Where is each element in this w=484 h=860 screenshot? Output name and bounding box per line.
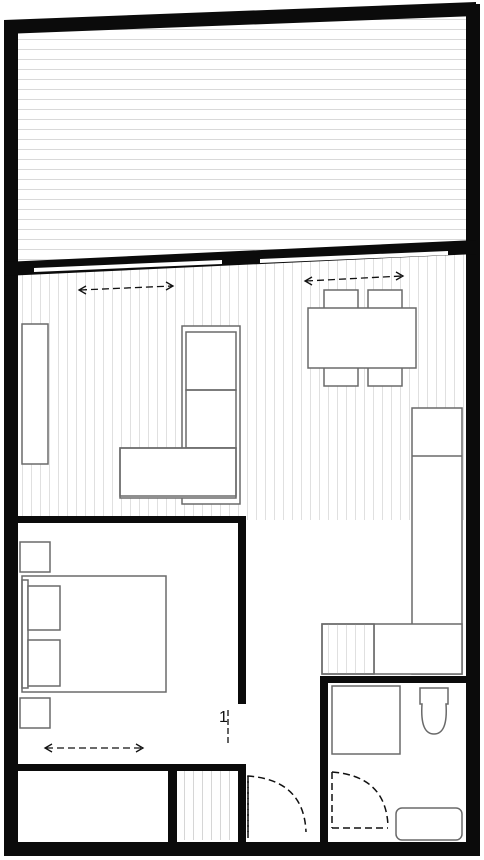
dining-table: [307, 307, 417, 369]
wall-south: [4, 842, 480, 856]
dining-chair: [323, 365, 359, 387]
l-shaped-sofa: [119, 325, 241, 505]
storage-closet-floor: [18, 770, 168, 840]
bathroom-door: [331, 771, 389, 829]
wall-bedroom-north: [18, 516, 246, 523]
nightstand: [19, 541, 51, 573]
sliding-glass-doors: [34, 251, 448, 272]
sliding-door-panel-right: [260, 251, 448, 263]
toilet: [419, 687, 449, 735]
bed-pillow: [27, 585, 61, 631]
living-furniture: [21, 289, 463, 675]
balcony-deck-floor: [18, 14, 468, 266]
bathroom-cabinet: [331, 685, 401, 755]
dining-chair: [367, 365, 403, 387]
wall-closet-divider: [168, 764, 177, 844]
wall-north: [4, 2, 476, 34]
level-marker: 1: [219, 709, 229, 744]
wall-bedroom-south: [18, 764, 246, 771]
wall-bathroom-west: [320, 676, 328, 844]
entry-door: [247, 775, 307, 842]
entry-door-swing: [247, 775, 307, 833]
slide-arrow-left-door: [79, 285, 173, 291]
slide-arrow-right-door: [305, 275, 403, 282]
level-marker-label: 1: [219, 709, 228, 726]
bathroom-fixtures: [331, 685, 463, 841]
nightstand: [19, 697, 51, 729]
bathtub: [395, 807, 463, 841]
wall-west: [4, 20, 18, 856]
bed-pillow: [27, 639, 61, 687]
hall-closet-plank-floor: [178, 770, 242, 840]
wall-bedroom-east: [238, 516, 246, 704]
bed-headboard: [21, 579, 29, 689]
dining-chair: [367, 289, 403, 311]
wall-bathroom-north: [320, 676, 470, 683]
kitchen-counter: [321, 407, 463, 675]
wall-east: [466, 4, 480, 856]
tv-console: [21, 323, 49, 465]
dining-chair: [323, 289, 359, 311]
slide-arrows: [46, 275, 403, 749]
bathroom-door-swing: [331, 771, 389, 827]
bedroom-furniture: [19, 541, 167, 729]
arrow-heads: [43, 271, 405, 753]
wall-hall-closet-east: [238, 764, 246, 844]
sliding-door-panel-left: [34, 260, 222, 272]
